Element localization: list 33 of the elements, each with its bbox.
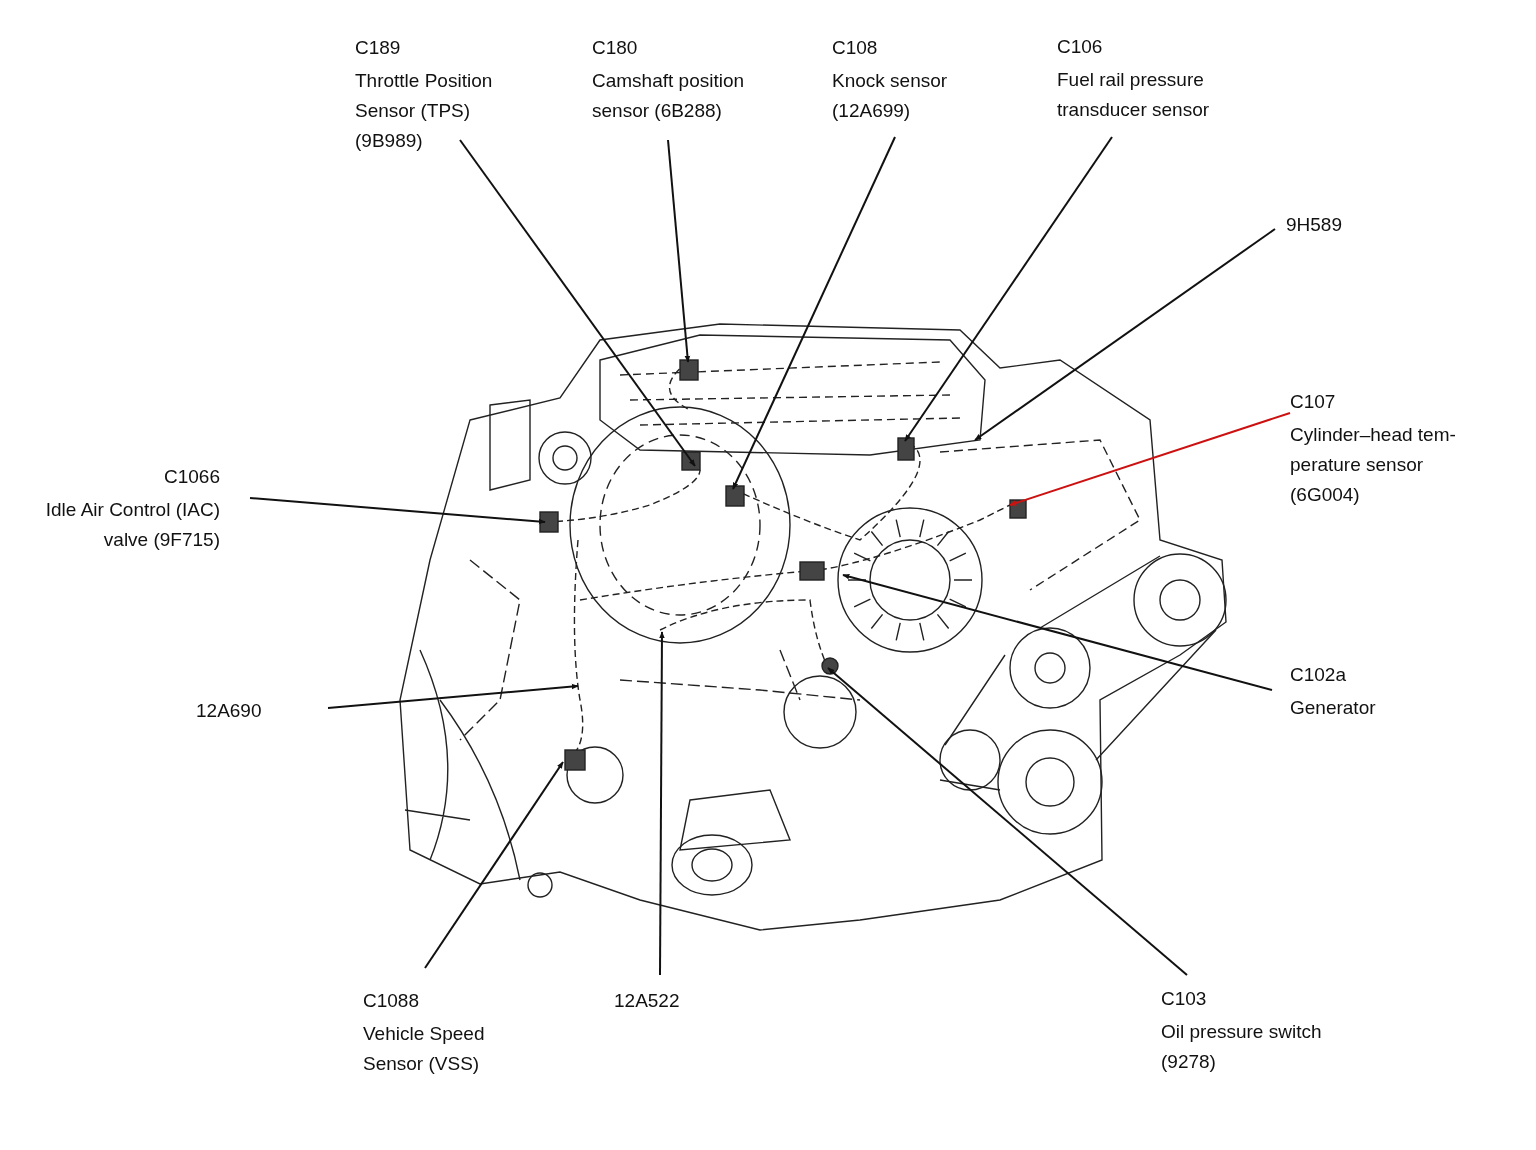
leader-line bbox=[659, 631, 665, 976]
leader-line bbox=[667, 139, 691, 363]
leader-line bbox=[424, 761, 564, 969]
part-name: Oil pressure switch (9278) bbox=[1161, 1020, 1323, 1074]
part-name: Fuel rail pressure transducer sensor bbox=[1057, 68, 1211, 122]
part-code: 12A522 bbox=[614, 989, 681, 1013]
part-code: 9H589 bbox=[1286, 213, 1343, 237]
leader-line bbox=[327, 683, 579, 709]
part-name: Throttle Position Sensor (TPS) (9B989) bbox=[355, 69, 494, 153]
connector-code: C108 bbox=[832, 36, 879, 60]
leader-line bbox=[827, 667, 1188, 976]
leader-line bbox=[974, 228, 1276, 441]
leader-line bbox=[904, 136, 1113, 442]
leader-line bbox=[732, 136, 896, 490]
connector-code: C106 bbox=[1057, 35, 1104, 59]
leader-line bbox=[459, 139, 696, 467]
connector-code: C1066 bbox=[163, 465, 220, 489]
connector-code: C103 bbox=[1161, 987, 1208, 1011]
connector-code: C180 bbox=[592, 36, 639, 60]
connector-code: C1088 bbox=[363, 989, 420, 1013]
leader-line bbox=[249, 497, 546, 525]
part-code: 12A690 bbox=[196, 699, 263, 723]
part-name: Idle Air Control (IAC) valve (9F715) bbox=[44, 498, 220, 552]
connector-code: C107 bbox=[1290, 390, 1337, 414]
part-name: Camshaft position sensor (6B288) bbox=[592, 69, 746, 123]
part-name: Vehicle Speed Sensor (VSS) bbox=[363, 1022, 486, 1076]
leader-line bbox=[1009, 412, 1291, 506]
part-name: Generator bbox=[1290, 696, 1377, 720]
connector-code: C102a bbox=[1290, 663, 1347, 687]
leader-line bbox=[842, 573, 1273, 691]
connector-code: C189 bbox=[355, 36, 402, 60]
part-name: Cylinder–head tem- perature sensor (6G004) bbox=[1290, 423, 1457, 507]
part-name: Knock sensor (12A699) bbox=[832, 69, 949, 123]
